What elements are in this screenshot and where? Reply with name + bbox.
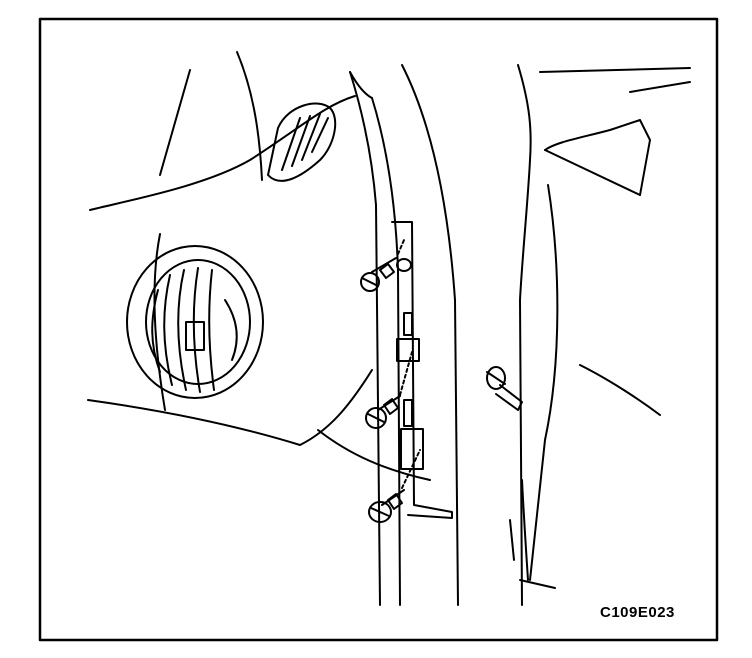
figure-border: [38, 17, 719, 642]
side-defroster-vent: [267, 102, 337, 182]
retainer-clip: [486, 366, 523, 411]
a-pillar-trim: [349, 64, 459, 606]
door-seal: [509, 479, 529, 581]
figure-code: C109E023: [600, 604, 675, 621]
bolt-lower: [368, 449, 421, 523]
mounting-bracket: [391, 221, 453, 519]
bolt-upper: [360, 239, 412, 292]
door-frame: [517, 64, 691, 606]
round-air-outlet: [126, 245, 264, 399]
bolt-middle: [365, 351, 413, 429]
